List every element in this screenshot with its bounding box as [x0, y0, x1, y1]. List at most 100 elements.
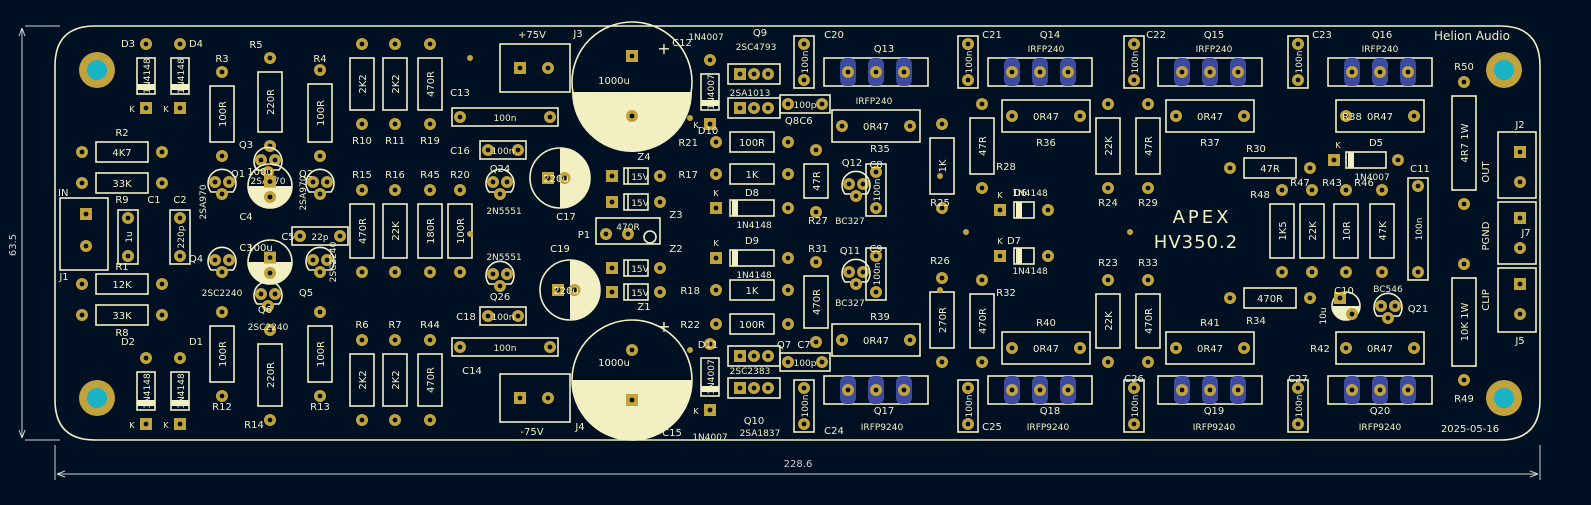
svg-text:Q9: Q9 — [753, 28, 767, 39]
svg-text:C10: C10 — [1334, 286, 1354, 297]
svg-text:R6: R6 — [355, 320, 368, 331]
dim-width-label: 228.6 — [784, 459, 813, 470]
svg-text:J2: J2 — [1514, 120, 1524, 131]
svg-text:Q8: Q8 — [785, 116, 799, 127]
svg-text:1N4007: 1N4007 — [707, 74, 717, 109]
svg-text:1N4007: 1N4007 — [692, 433, 727, 443]
svg-text:D5: D5 — [1369, 138, 1383, 149]
svg-text:33K: 33K — [112, 311, 132, 322]
svg-text:Q3: Q3 — [239, 140, 253, 151]
dimension-height: 63.5 — [8, 25, 60, 441]
svg-text:Q7: Q7 — [777, 340, 791, 351]
dimension-width: 228.6 — [54, 445, 1541, 480]
svg-text:2SC4793: 2SC4793 — [736, 43, 777, 53]
svg-text:R16: R16 — [385, 170, 405, 181]
svg-text:Q24: Q24 — [490, 164, 511, 175]
mounting-hole-tl — [79, 52, 115, 88]
svg-text:D9: D9 — [745, 236, 759, 247]
svg-text:100R: 100R — [739, 320, 765, 331]
svg-text:0R47: 0R47 — [1197, 112, 1223, 123]
svg-text:C23: C23 — [1312, 30, 1332, 41]
svg-text:220p: 220p — [177, 225, 187, 248]
svg-text:IRFP9240: IRFP9240 — [1027, 423, 1070, 433]
components-layer: 1N4148D3K1N4148D4K1N4148D2K1N4148D1K100R… — [58, 21, 1537, 443]
svg-text:Q15: Q15 — [1204, 30, 1225, 41]
svg-text:R9: R9 — [115, 195, 128, 206]
svg-text:2SC2240: 2SC2240 — [248, 323, 289, 333]
svg-text:D11: D11 — [698, 340, 718, 351]
svg-text:R1: R1 — [115, 262, 128, 273]
svg-text:R35: R35 — [870, 144, 890, 155]
svg-text:Z1: Z1 — [637, 302, 650, 313]
svg-text:470R: 470R — [426, 71, 437, 97]
svg-text:0R47: 0R47 — [1367, 344, 1393, 355]
svg-text:Q26: Q26 — [490, 292, 511, 303]
via — [963, 229, 969, 235]
svg-text:Q17: Q17 — [874, 406, 895, 417]
svg-text:1000u: 1000u — [598, 76, 630, 87]
svg-text:220R: 220R — [266, 89, 277, 115]
svg-text:R33: R33 — [1138, 258, 1158, 269]
board-outline — [54, 25, 1541, 441]
svg-text:100R: 100R — [316, 341, 327, 367]
svg-text:R15: R15 — [352, 170, 372, 181]
j7-pgnd-label: PGND — [1481, 221, 1492, 250]
svg-text:C1: C1 — [147, 195, 160, 206]
svg-text:1N4148: 1N4148 — [143, 58, 153, 94]
svg-text:22K: 22K — [1308, 221, 1319, 241]
via — [1127, 229, 1133, 235]
svg-text:IRFP240: IRFP240 — [1028, 45, 1065, 55]
svg-text:C20: C20 — [824, 30, 844, 41]
svg-text:R28: R28 — [996, 162, 1016, 173]
svg-text:R11: R11 — [385, 136, 405, 147]
svg-text:1N4007: 1N4007 — [707, 359, 717, 394]
j3-pos-label: +75V — [518, 30, 546, 41]
svg-text:Q16: Q16 — [1372, 30, 1393, 41]
via — [467, 55, 473, 61]
svg-text:J1: J1 — [58, 272, 68, 283]
svg-text:R27: R27 — [808, 216, 828, 227]
svg-text:15V: 15V — [631, 289, 649, 299]
svg-text:1K: 1K — [938, 159, 949, 172]
svg-text:100n: 100n — [492, 147, 515, 157]
svg-text:R7: R7 — [388, 320, 401, 331]
svg-text:100R: 100R — [316, 100, 327, 126]
svg-text:D1: D1 — [189, 337, 203, 348]
svg-text:J4: J4 — [574, 422, 584, 433]
svg-text:Z3: Z3 — [669, 210, 682, 221]
